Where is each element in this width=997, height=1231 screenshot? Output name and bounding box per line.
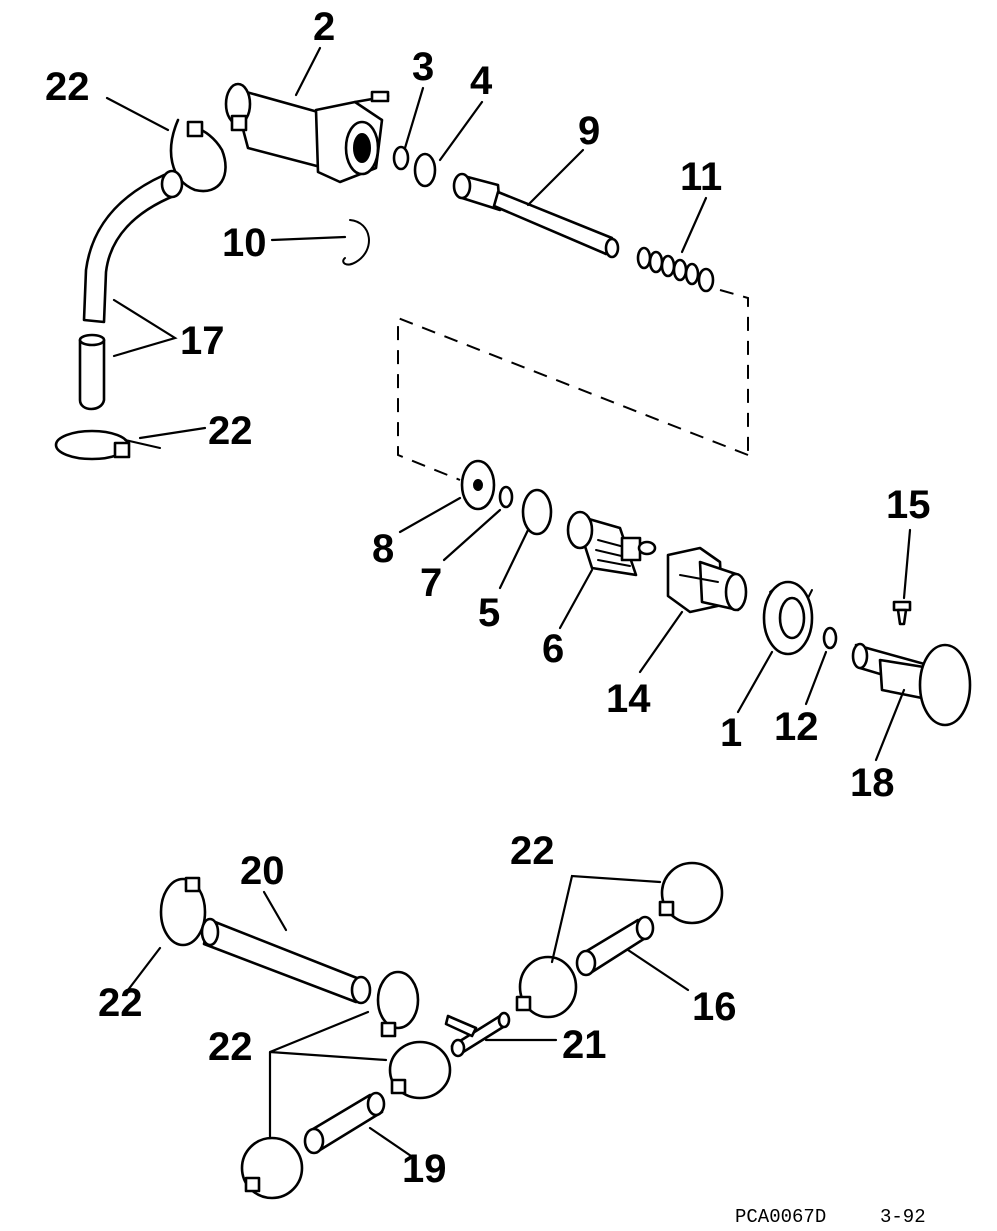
hose-clamp-22-bottom [240, 1136, 304, 1200]
knob-18 [851, 642, 972, 727]
spring-11 [636, 246, 715, 293]
hose-clamp-22-left [54, 429, 161, 461]
primer-solenoid-2 [224, 82, 390, 184]
callout-9: 9 [578, 109, 600, 153]
callout-15: 15 [886, 483, 931, 527]
hose-20 [200, 917, 372, 1005]
callout-7: 7 [420, 561, 442, 605]
callout-6: 6 [542, 627, 564, 671]
callout-16: 16 [692, 985, 737, 1029]
o-ring-5 [521, 488, 553, 536]
leader-lines [105, 46, 912, 1160]
callout-21: 21 [562, 1023, 607, 1067]
callout-8: 8 [372, 527, 394, 571]
drawing-date: 3-92 [880, 1206, 926, 1228]
callout-12: 12 [774, 705, 819, 749]
callout-19: 19 [402, 1147, 447, 1191]
o-ring-7 [498, 485, 514, 509]
callout-22-lower-right: 22 [510, 829, 555, 873]
hose-clamp-22-right-top [658, 861, 724, 925]
hose-clamp-22-right-mid [515, 955, 578, 1019]
callout-labels: 22 2 3 4 9 11 10 17 22 15 8 7 5 6 14 1 1… [45, 5, 931, 1191]
nut-14 [666, 546, 748, 614]
callout-10: 10 [222, 221, 267, 265]
callout-4: 4 [470, 59, 493, 103]
screw-15 [892, 600, 912, 626]
callout-2: 2 [313, 5, 335, 49]
callout-20: 20 [240, 849, 285, 893]
hose-clamp-22-center [388, 1040, 452, 1100]
o-ring-12 [822, 626, 838, 650]
callout-1: 1 [720, 711, 742, 755]
hose-19 [303, 1091, 386, 1155]
hose-17 [78, 169, 184, 411]
subassembly-dashed-outline [397, 289, 749, 481]
washer-8 [460, 459, 496, 511]
callout-5: 5 [478, 591, 500, 635]
drawing-code: PCA0067D [735, 1206, 826, 1228]
valve-housing-6 [566, 510, 657, 577]
clip-10 [342, 219, 370, 266]
hose-clamp-22-mid [376, 970, 420, 1038]
hose-clamp-22-lower-left [159, 876, 207, 947]
hose-clamp-22-top [169, 118, 227, 193]
callout-22-left: 22 [208, 409, 253, 453]
o-ring-4 [413, 152, 437, 188]
callout-22-lower-center: 22 [208, 1025, 253, 1069]
callout-11: 11 [680, 155, 722, 199]
callout-22-top: 22 [45, 65, 90, 109]
callout-17: 17 [180, 319, 225, 363]
hose-16 [575, 915, 655, 977]
callout-14: 14 [606, 677, 651, 721]
callout-3: 3 [412, 45, 434, 89]
callout-18: 18 [850, 761, 895, 805]
bezel-1 [762, 580, 814, 656]
tee-fitting-21 [444, 1011, 511, 1058]
callout-22-lower-left: 22 [98, 981, 143, 1025]
plunger-9 [452, 172, 620, 259]
o-ring-3 [392, 145, 410, 171]
